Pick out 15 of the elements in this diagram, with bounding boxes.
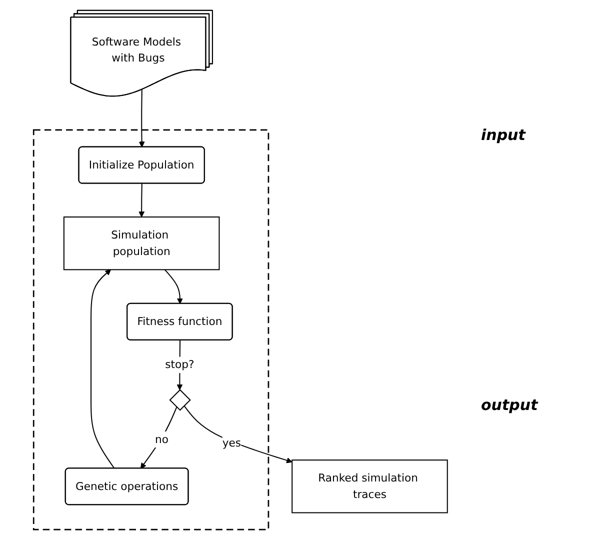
arrow (138, 184, 145, 218)
cluster (32, 129, 270, 530)
edge-label: yes (222, 436, 241, 450)
edge-label: no (154, 432, 168, 446)
node-box: Simulation population (63, 216, 220, 270)
edge-label: stop? (165, 358, 194, 371)
arrow (90, 269, 115, 469)
arrow (140, 406, 178, 469)
note-text: output (481, 396, 540, 414)
arrow (184, 405, 292, 464)
arrow (138, 90, 145, 148)
note-text: input (481, 126, 527, 144)
node-diamond (169, 389, 191, 411)
arrow (164, 269, 183, 304)
node-box: Ranked simulation traces (292, 460, 448, 514)
